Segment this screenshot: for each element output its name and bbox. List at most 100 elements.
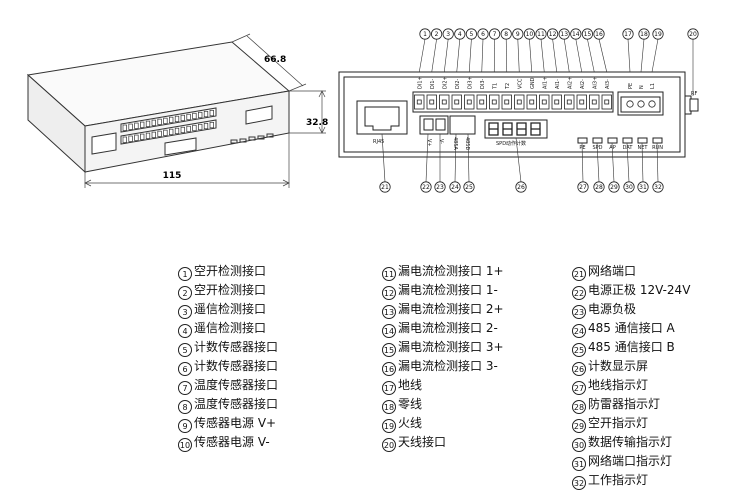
callout-leader	[456, 38, 461, 73]
legend-number: 8	[178, 400, 192, 414]
callout-leader	[641, 142, 644, 183]
callout-leaders	[381, 38, 694, 183]
callout-number: 1	[423, 31, 427, 38]
legend-text: 温度传感器接口	[194, 397, 279, 411]
legend-text: 零线	[398, 397, 423, 411]
legend-text: 485 通信接口 B	[588, 340, 675, 354]
legend-text: 防雷器指示灯	[588, 397, 661, 411]
terminal-cell	[489, 94, 500, 110]
legend-number: 27	[572, 381, 586, 395]
dim-depth-label: 66.8	[264, 55, 286, 65]
power-label: N	[639, 85, 645, 89]
device-drawing: 115 66.8 32.8	[26, 28, 699, 193]
callout-leader	[540, 38, 545, 73]
rs485-block	[449, 115, 476, 135]
terminal-label: DI1-	[430, 78, 436, 89]
callout-circle	[558, 28, 570, 40]
power-connector	[617, 91, 664, 116]
antenna-label: RF	[691, 91, 697, 97]
led-label: SPD	[592, 145, 602, 151]
terminal-label: T1	[492, 83, 498, 90]
panel-inner	[343, 76, 681, 153]
callout-number: 19	[654, 31, 662, 38]
legend-number: 4	[178, 324, 192, 338]
callout-leader	[575, 38, 583, 73]
terminal-screw	[529, 99, 535, 105]
iso-pin	[157, 118, 162, 125]
legend-text: 计数传感器接口	[194, 359, 279, 373]
power-label: PE	[628, 83, 634, 89]
iso-rj45	[91, 132, 117, 155]
led-indicator	[592, 137, 603, 144]
terminal-label: T2	[505, 83, 511, 90]
terminal-label: GND	[530, 77, 536, 89]
legend-number: 12	[382, 286, 396, 300]
terminal-cell	[576, 94, 587, 110]
v-plus-label: V+	[426, 139, 432, 147]
callout-circle	[463, 181, 475, 193]
terminal-screw	[441, 99, 447, 105]
terminal-label: DI1+	[417, 76, 423, 89]
callout-leader	[596, 142, 600, 183]
terminal-label: AI3+	[592, 77, 598, 89]
callout-number: 9	[516, 31, 520, 38]
power-screw	[648, 100, 656, 108]
callout-number: 12	[549, 31, 557, 38]
terminal-screw	[416, 99, 422, 105]
legend-number: 24	[572, 324, 586, 338]
led-row	[577, 137, 663, 144]
callout-leader	[598, 38, 608, 73]
callout-number: 7	[493, 31, 497, 38]
iso-pin	[203, 122, 209, 130]
callout-number: 2	[435, 31, 439, 38]
legend-text: 漏电流检测接口 3-	[398, 359, 498, 373]
terminal-screw	[429, 99, 435, 105]
terminal-screw	[579, 99, 585, 105]
callout-circle	[420, 181, 432, 193]
terminal-cell	[526, 94, 537, 110]
legend-text: 天线接口	[398, 435, 447, 449]
terminal-cells	[414, 94, 612, 110]
legend-text: 数据传输指示灯	[588, 435, 673, 449]
legend-text: 漏电流检测接口 1-	[398, 283, 498, 297]
terminal-screw	[479, 99, 485, 105]
iso-pin	[174, 115, 180, 123]
legend-number: 19	[382, 419, 396, 433]
legend-number: 7	[178, 381, 192, 395]
iso-pin	[122, 124, 127, 131]
callout-circle	[570, 28, 582, 40]
legend-number: 10	[178, 438, 192, 452]
callout-number: 28	[595, 184, 603, 191]
callout-leader	[468, 38, 472, 73]
legend-number: 5	[178, 343, 192, 357]
callout-leader	[651, 38, 659, 73]
callout-number: 10	[526, 31, 534, 38]
front-panel	[338, 71, 699, 158]
callout-circle	[652, 28, 664, 40]
callout-number: 16	[595, 31, 603, 38]
iso-pin	[145, 120, 151, 127]
iso-pin	[186, 113, 191, 121]
terminal-screw	[541, 99, 547, 105]
dimension-lines	[84, 33, 326, 188]
callout-circle	[593, 28, 605, 40]
dim-width-label: 115	[163, 171, 182, 181]
terminal-cell	[564, 94, 575, 110]
legend-number: 3	[178, 305, 192, 319]
terminal-label: DI3+	[467, 76, 473, 89]
iso-port-pins	[122, 109, 214, 143]
legend-text: 遥信检测接口	[194, 302, 267, 316]
iso-pin	[180, 126, 185, 134]
iso-pin	[140, 133, 145, 140]
terminal-cell	[514, 94, 525, 110]
